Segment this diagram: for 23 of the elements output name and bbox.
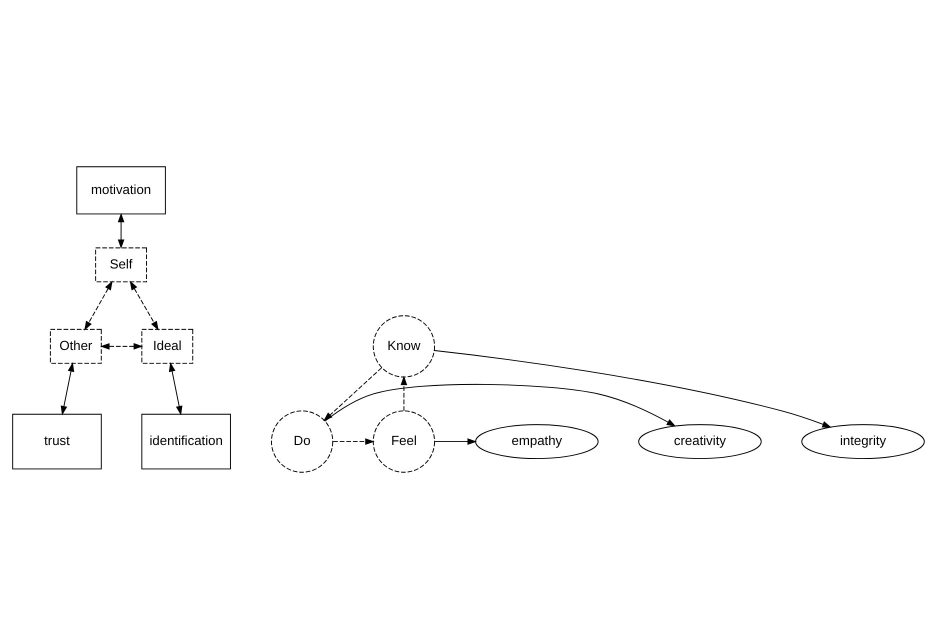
- node-ellipse: empathy: [475, 424, 599, 460]
- node-circle: Feel: [372, 410, 436, 473]
- node-ellipse: creativity: [638, 424, 762, 460]
- arrow: [434, 350, 832, 428]
- arrow: [60, 362, 74, 416]
- node-box: motivation: [76, 166, 166, 214]
- arrow: [324, 384, 676, 427]
- arrow: [168, 362, 182, 416]
- arrow: [130, 280, 159, 331]
- arrow: [118, 212, 124, 249]
- arrow: [332, 438, 375, 445]
- node-box: Ideal: [141, 328, 194, 364]
- arrow: [323, 367, 382, 422]
- node-box: identification: [141, 414, 231, 470]
- node-box: trust: [12, 414, 102, 470]
- node-ellipse: integrity: [801, 424, 925, 460]
- node-box: Other: [50, 328, 102, 364]
- arrow: [84, 280, 113, 331]
- arrow: [400, 376, 408, 412]
- node-circle: Know: [372, 315, 436, 378]
- node-box: Self: [95, 247, 148, 282]
- arrow: [100, 343, 144, 350]
- arrow: [434, 438, 477, 445]
